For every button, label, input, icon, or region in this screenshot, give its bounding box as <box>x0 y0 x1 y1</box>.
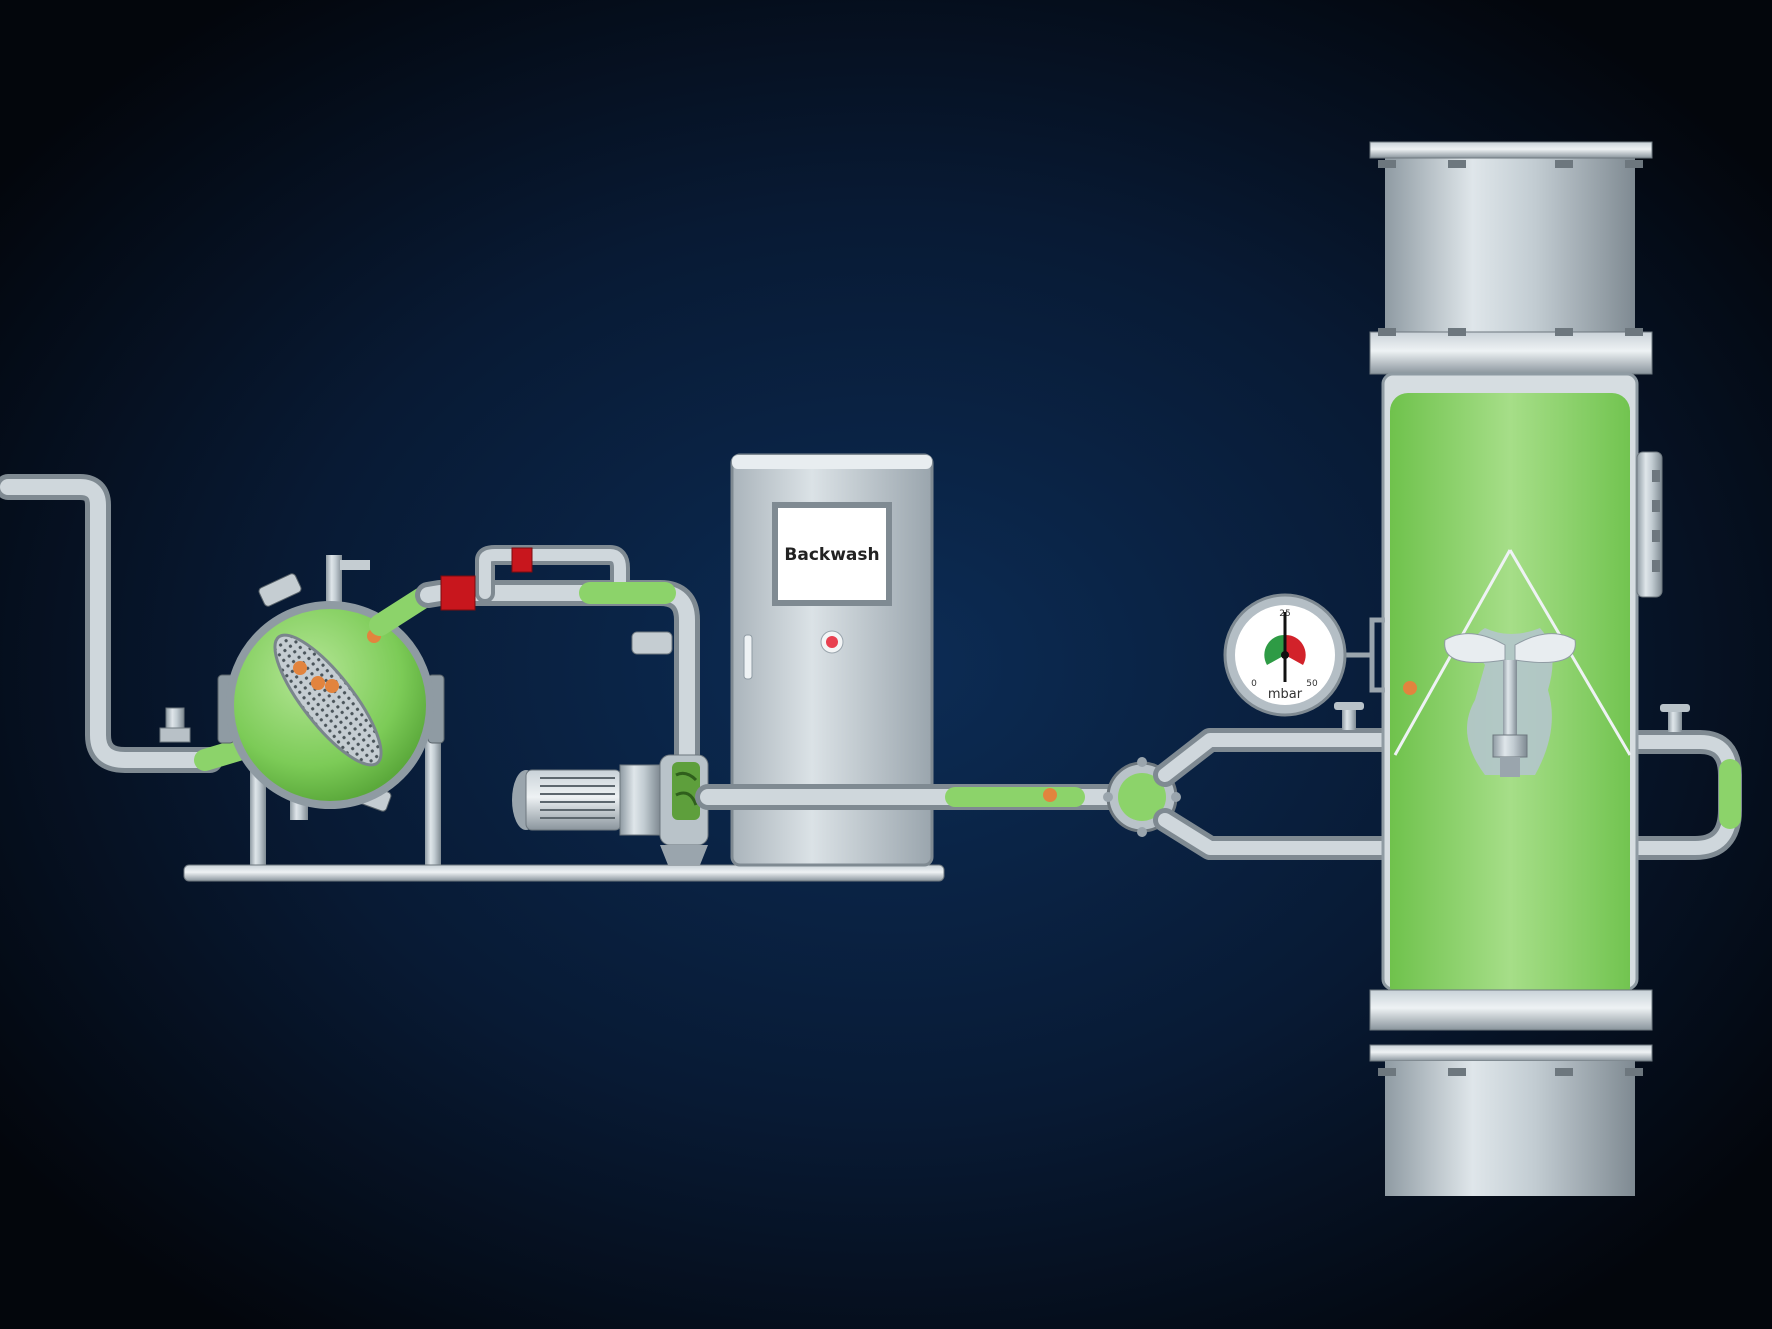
particle <box>1043 788 1057 802</box>
gauge-unit: mbar <box>1268 687 1303 702</box>
sample-valve <box>631 631 673 655</box>
cleaning-nozzle <box>1393 549 1632 777</box>
filter-outlet-pipe <box>369 545 700 768</box>
base-plate <box>183 864 945 882</box>
gauge-scale-max: 50 <box>1306 679 1318 689</box>
particle <box>325 679 339 693</box>
pressure-gauge: 25 0 50 mbar <box>1223 593 1385 717</box>
screen <box>778 508 886 600</box>
branch-pipes <box>1153 728 1742 860</box>
gauge-green-zone <box>1264 634 1285 665</box>
gauge-red-zone <box>1285 634 1306 665</box>
motor-fan-icon <box>540 777 615 819</box>
filter-vessel <box>217 555 445 865</box>
pump-assembly <box>512 754 709 865</box>
particle <box>1403 681 1417 695</box>
particle <box>311 676 325 690</box>
main-column <box>1369 141 1663 1196</box>
inlet-valve <box>159 707 191 743</box>
vent-valve <box>1334 702 1690 732</box>
particle <box>293 661 307 675</box>
control-cabinet: Backwash <box>730 453 934 867</box>
cabinet-handle <box>743 634 753 680</box>
valve-icon <box>440 575 476 611</box>
gauge-scale-min: 0 <box>1251 679 1257 689</box>
screen-label: Backwash <box>784 545 879 565</box>
valve-icon <box>511 547 533 573</box>
